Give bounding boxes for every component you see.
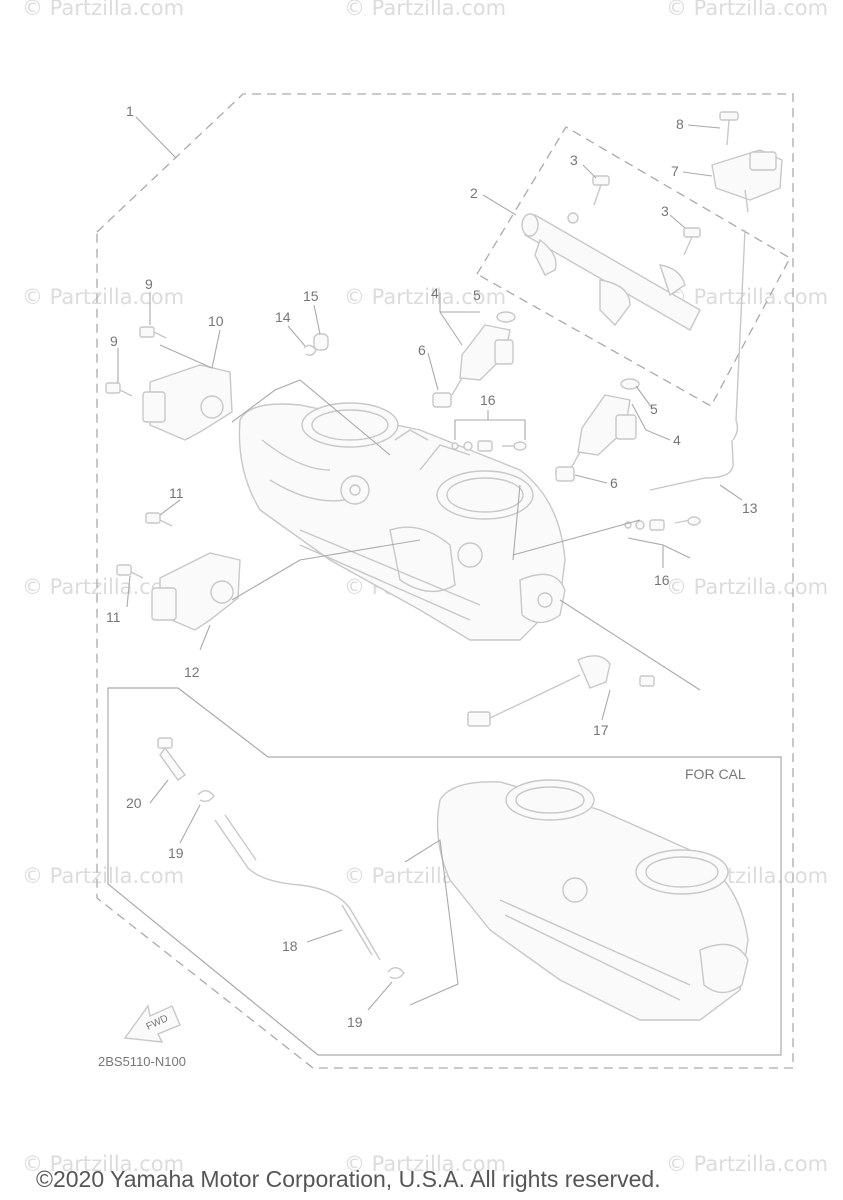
callout-16: 16 xyxy=(654,572,670,588)
callout-19: 19 xyxy=(168,845,184,861)
injector-4-a xyxy=(451,324,514,396)
watermark: © Partzilla.com xyxy=(22,0,185,20)
inset-fitting-20 xyxy=(157,737,186,781)
screw-11-a xyxy=(145,512,173,527)
watermark: © Partzilla.com xyxy=(344,1152,507,1176)
bolt-3-a xyxy=(592,175,610,206)
callout-3: 3 xyxy=(570,152,578,168)
watermark: © Partzilla.com xyxy=(22,864,185,888)
callout-11: 11 xyxy=(106,609,121,625)
inset-hose-18 xyxy=(214,819,381,961)
copyright-notice: ©2020 Yamaha Motor Corporation, U.S.A. A… xyxy=(36,1166,661,1192)
callout-12: 12 xyxy=(184,664,200,680)
callout-4: 4 xyxy=(673,432,681,448)
seal-6-b xyxy=(555,466,575,482)
callout-10: 10 xyxy=(208,313,224,329)
cap-15 xyxy=(313,333,329,351)
callout-7: 7 xyxy=(671,163,679,179)
watermark: © Partzilla.com xyxy=(666,1152,829,1176)
inset-throttle-body xyxy=(436,779,749,1021)
callout-17: 17 xyxy=(593,722,609,738)
clip-14 xyxy=(303,344,317,357)
callout-9: 9 xyxy=(145,276,153,292)
for-cal-inset-box xyxy=(107,687,782,1056)
callout-6: 6 xyxy=(610,475,618,491)
callout-20: 20 xyxy=(126,795,142,811)
fwd-arrow-icon: FWD xyxy=(123,1004,181,1043)
callout-14: 14 xyxy=(275,309,291,325)
callout-19: 19 xyxy=(347,1014,363,1030)
spring-set-16-a xyxy=(451,440,527,452)
callout-11: 11 xyxy=(169,485,184,501)
callout-18: 18 xyxy=(282,938,298,954)
callout-6: 6 xyxy=(418,342,426,358)
callout-5: 5 xyxy=(473,287,481,303)
vacuum-hose-13 xyxy=(649,439,734,491)
watermark: © Partzilla.com xyxy=(666,0,829,20)
callout-4: 4 xyxy=(431,285,439,301)
callout-16: 16 xyxy=(480,392,496,408)
sensor-17 xyxy=(467,655,655,727)
seal-6-a xyxy=(432,392,452,408)
inset-clip-19-a xyxy=(197,790,215,803)
watermark: © Partzilla.com xyxy=(22,285,185,309)
callout-3: 3 xyxy=(661,203,669,219)
callout-numbers: 1 2 3 3 4 5 4 5 6 6 7 8 9 9 10 11 11 12 … xyxy=(106,103,758,1030)
fuel-rail xyxy=(521,212,701,331)
watermark: © Partzilla.com xyxy=(666,285,829,309)
inset-clip-19-b xyxy=(387,967,405,980)
pressure-sensor-7 xyxy=(711,149,783,213)
o-ring-5-b xyxy=(620,378,640,390)
watermark: © Partzilla.com xyxy=(22,1152,185,1176)
throttle-body xyxy=(238,402,566,641)
o-ring-5-a xyxy=(496,311,516,323)
assembly-boundary xyxy=(96,93,794,1069)
callout-1: 1 xyxy=(126,103,134,119)
spring-set-16-b xyxy=(624,516,701,531)
screw-11-b xyxy=(116,564,144,579)
injector-4-b xyxy=(569,394,637,471)
callout-8: 8 xyxy=(676,116,684,132)
screw-9-a xyxy=(139,326,167,339)
bolt-3-b xyxy=(683,227,701,256)
callout-5: 5 xyxy=(650,401,658,417)
watermark: © Partzilla.com xyxy=(666,575,829,599)
callout-9: 9 xyxy=(110,333,118,349)
callout-13: 13 xyxy=(742,500,758,516)
diagram-code: 2BS5110-N100 xyxy=(98,1054,186,1069)
screw-8 xyxy=(719,111,739,146)
callout-2: 2 xyxy=(470,185,478,201)
sensor-12 xyxy=(151,552,241,631)
sensor-10 xyxy=(142,364,233,441)
screw-9-b xyxy=(105,382,133,397)
leader-lines xyxy=(117,116,743,1011)
watermark: © Partzilla.com xyxy=(344,285,507,309)
watermark: © Partzilla.com xyxy=(344,0,507,20)
callout-15: 15 xyxy=(303,288,319,304)
for-cal-label: FOR CAL xyxy=(685,766,746,782)
